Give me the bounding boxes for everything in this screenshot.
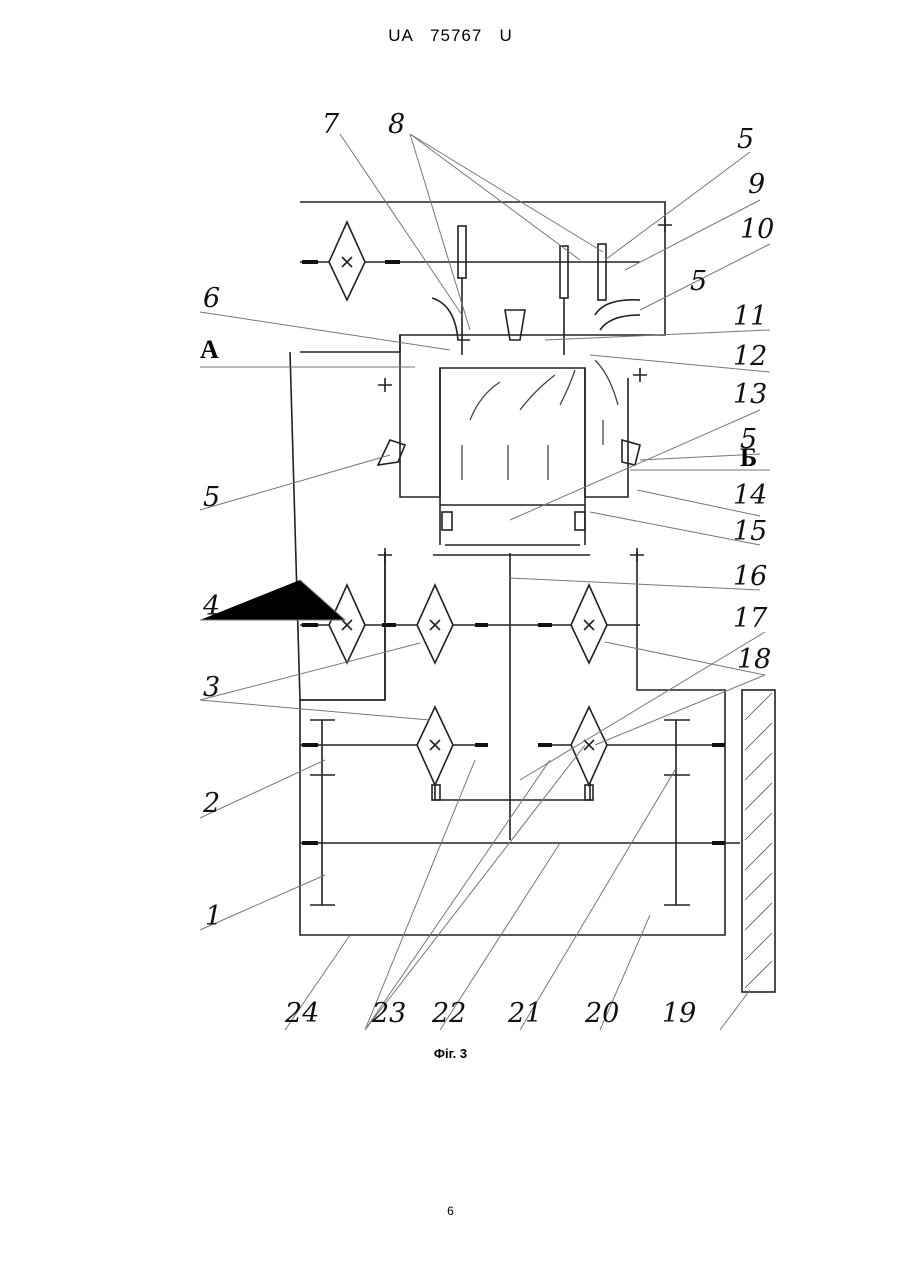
left-wall	[290, 352, 385, 700]
intake-port	[432, 298, 470, 340]
region-letter-b: Б	[740, 443, 757, 472]
reference-number: 16	[733, 561, 767, 592]
side-port-right	[622, 440, 640, 465]
reference-number: 12	[733, 341, 767, 372]
reference-number: 13	[733, 379, 767, 410]
valve-rod	[462, 278, 564, 355]
reference-number: 10	[740, 214, 774, 245]
gear-left	[310, 720, 335, 905]
crankcase	[300, 552, 725, 935]
crank-yoke	[435, 780, 590, 800]
cylinder-outline	[400, 335, 628, 497]
reference-number: 3	[203, 672, 220, 703]
reference-number: 14	[733, 480, 767, 511]
region-letter-a: А	[200, 335, 219, 364]
reference-number: 23	[371, 998, 406, 1029]
page-number: 6	[0, 1204, 901, 1218]
valve-stem-left	[458, 226, 466, 278]
valve-stem-right	[598, 244, 606, 300]
reference-number: 5	[203, 482, 220, 513]
reference-number: 5	[737, 124, 754, 155]
reference-number: 8	[388, 109, 405, 140]
reference-number: 22	[431, 998, 466, 1029]
reference-number: 1	[205, 901, 222, 932]
exhaust-port	[595, 300, 640, 330]
reference-number: 7	[322, 109, 340, 140]
side-port-left	[378, 440, 405, 465]
gear-right	[664, 720, 690, 905]
reference-number: 2	[202, 788, 220, 819]
reference-number: 9	[748, 169, 765, 200]
reference-number: 4	[202, 591, 220, 622]
figure-caption: Фіг. 3	[0, 1046, 901, 1061]
reference-number: 20	[584, 998, 619, 1029]
reference-number: 6	[203, 283, 220, 314]
reference-number: 21	[507, 998, 542, 1029]
piston	[433, 545, 590, 555]
reference-number: 17	[733, 603, 768, 634]
reference-number: 19	[662, 998, 696, 1029]
reference-number: 24	[284, 998, 319, 1029]
reference-number: 15	[733, 516, 767, 547]
reference-number: 11	[733, 301, 767, 332]
valve-stem-mid	[560, 246, 568, 298]
reference-number: 18	[737, 644, 771, 675]
reference-number: 5	[690, 266, 707, 297]
